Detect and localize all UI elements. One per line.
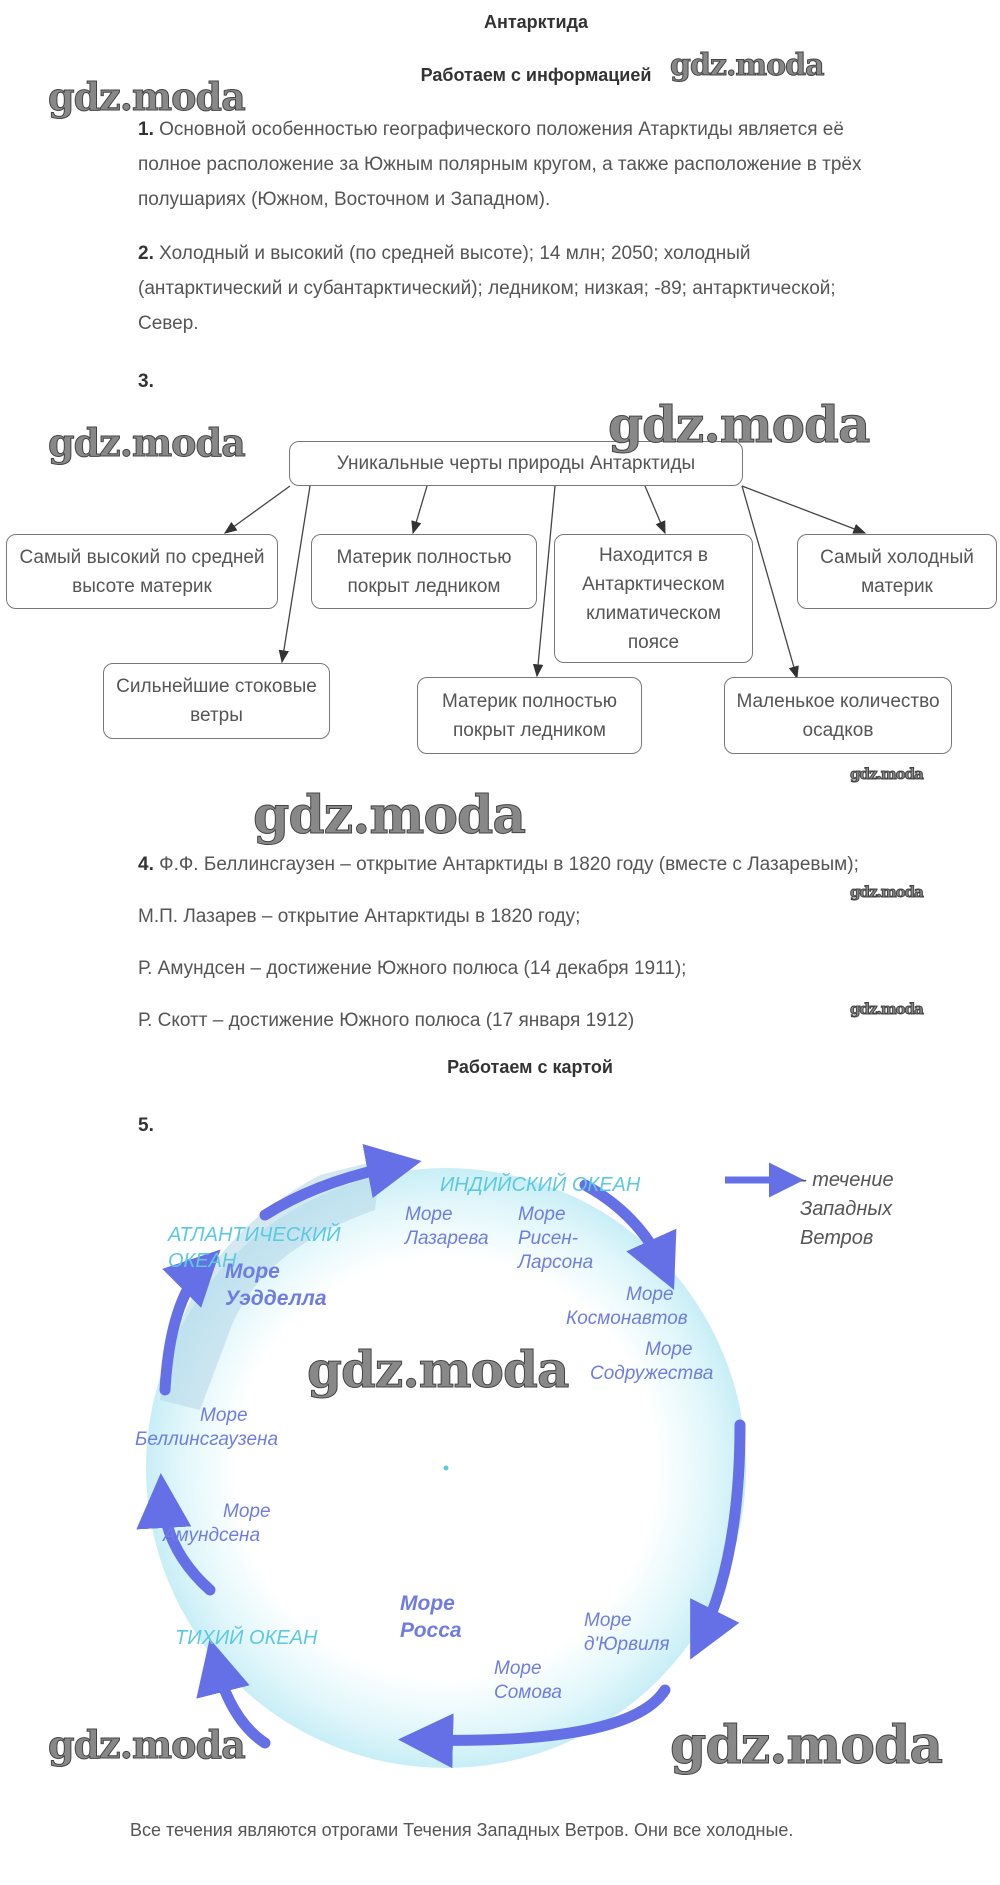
section-heading-map: Работаем с картой bbox=[447, 1057, 613, 1077]
text-line: Север. bbox=[138, 313, 199, 334]
answer-2: 2. Холодный и высокий (по средней высоте… bbox=[138, 236, 958, 341]
watermark: gdz.moda bbox=[48, 420, 247, 466]
south-pole-dot bbox=[443, 1465, 449, 1471]
answer-4: 4. Ф.Ф. Беллинсгаузен – открытие Антаркт… bbox=[138, 839, 958, 1047]
current-arrow bbox=[159, 1249, 221, 1396]
arrow bbox=[644, 485, 666, 535]
arrow bbox=[223, 485, 291, 534]
watermark: gdz.moda bbox=[850, 883, 925, 902]
watermark: gdz.moda bbox=[48, 1722, 247, 1768]
watermark: gdz.moda bbox=[670, 48, 826, 84]
text-line: М.П. Лазарев – открытие Антарктиды в 182… bbox=[138, 906, 581, 927]
conclusion-text: Все течения являются отрогами Течения За… bbox=[130, 1820, 794, 1840]
diagram-box: Материк полностью покрыт ледником bbox=[311, 534, 537, 609]
current-arrow bbox=[579, 1179, 677, 1291]
text-line: Основной особенностью географического по… bbox=[159, 119, 844, 140]
watermark: gdz.moda bbox=[669, 1715, 943, 1777]
current-arrow bbox=[398, 1684, 671, 1769]
ocean-label-indian: ИНДИЙСКИЙ ОКЕАН bbox=[440, 1174, 641, 1196]
text-line: полушариях (Южном, Восточном и Западном)… bbox=[138, 189, 551, 210]
diagram-box: Сильнейшие стоковые ветры bbox=[103, 663, 330, 739]
current-arrow bbox=[259, 1144, 422, 1221]
arrow bbox=[278, 485, 311, 664]
watermark: gdz.moda bbox=[850, 765, 925, 784]
diagram-box: Материк полностью покрыт ледником bbox=[417, 677, 642, 754]
arrow bbox=[741, 485, 799, 680]
diagram-box: Находится в Антарктическом климатическом… bbox=[554, 534, 753, 663]
answer-number: 1. bbox=[138, 119, 154, 140]
diagram-box: Самый высокий по средней высоте материк bbox=[6, 534, 278, 609]
answer-1: 1. Основной особенностью географического… bbox=[138, 112, 958, 217]
legend-text: - течение bbox=[800, 1169, 894, 1191]
legend-text: Западных bbox=[800, 1198, 893, 1220]
diagram-arrows bbox=[223, 485, 867, 680]
current-arrow bbox=[136, 1473, 216, 1596]
current-arrow bbox=[690, 1419, 746, 1660]
arrow bbox=[741, 485, 867, 534]
map-legend: - течение Западных Ветров bbox=[800, 1166, 894, 1253]
watermark: gdz.moda bbox=[850, 1000, 925, 1019]
watermark: gdz.moda bbox=[306, 1340, 569, 1400]
diagram-root: Уникальные черты природы Антарктиды bbox=[289, 441, 743, 486]
weddell-sea-shading bbox=[160, 1160, 380, 1410]
answer-number: 3. bbox=[138, 371, 154, 392]
text-line: Ф.Ф. Беллинсгаузен – открытие Антарктиды… bbox=[159, 854, 859, 875]
text-line: Р. Скотт – достижение Южного полюса (17 … bbox=[138, 1010, 635, 1031]
text-line: Холодный и высокий (по средней высоте); … bbox=[159, 243, 751, 264]
page-title: Антарктида bbox=[483, 12, 589, 32]
current-arrow bbox=[196, 1638, 271, 1749]
watermark: gdz.moda bbox=[252, 785, 526, 847]
diagram-box: Самый холодный материк bbox=[797, 534, 997, 609]
ocean-label-pacific: ТИХИЙ ОКЕАН bbox=[175, 1627, 318, 1649]
legend-text: Ветров bbox=[800, 1227, 874, 1249]
watermark: gdz.moda bbox=[48, 74, 247, 120]
text-line: полное расположение за Южным полярным кр… bbox=[138, 154, 862, 175]
text-line: Р. Амундсен – достижение Южного полюса (… bbox=[138, 958, 687, 979]
answer-number: 5. bbox=[138, 1115, 154, 1136]
arrow bbox=[411, 485, 428, 535]
answer-number: 2. bbox=[138, 243, 154, 264]
text-line: (антарктический и субантарктический); ле… bbox=[138, 278, 836, 299]
section-heading-info: Работаем с информацией bbox=[420, 65, 652, 85]
answer-number: 4. bbox=[138, 854, 154, 875]
diagram-box: Маленькое количество осадков bbox=[724, 677, 952, 754]
arrow bbox=[532, 485, 556, 678]
watermark: gdz.moda bbox=[607, 395, 870, 455]
